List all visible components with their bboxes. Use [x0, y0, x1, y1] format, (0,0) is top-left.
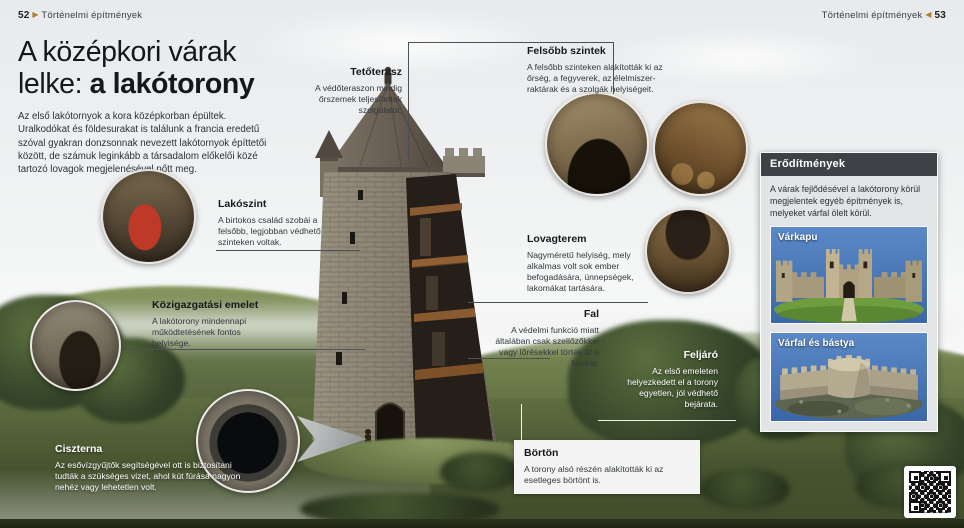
- qr-finder: [939, 471, 951, 483]
- inset-photo-attic-storeroom: [653, 101, 748, 196]
- card-label: Várkapu: [778, 232, 818, 244]
- section-title: Történelmi építmények: [41, 10, 143, 21]
- page-number-left: 52: [18, 10, 30, 21]
- callout-fal: Fal A védelmi funkció miatt általában cs…: [487, 308, 599, 369]
- callout-kozigazgatasi-emelet: Közigazgatási emelet A lakótorony minden…: [152, 299, 280, 349]
- page-number-right: 53: [934, 10, 946, 21]
- qr-code: [904, 466, 956, 518]
- callout-body: Az első emeleten helyezkedett el a toron…: [627, 365, 718, 410]
- qr-finder: [909, 471, 921, 483]
- title-line2: lelke:: [18, 67, 90, 100]
- castle-wall-bastion-illustration: [775, 355, 923, 420]
- callout-title: Lakószint: [218, 198, 267, 210]
- connector-line: [521, 404, 522, 441]
- bush: [440, 452, 520, 492]
- sidebar-title: Erődítmények: [761, 153, 937, 176]
- connector-line: [613, 42, 614, 94]
- ground-edge-strip: [0, 519, 964, 528]
- callout-title: Fal: [583, 308, 599, 320]
- sidebar-paragraph: A várak fejlődésével a lakótorony körül …: [770, 184, 921, 218]
- inset-photo-upper-floors: [545, 92, 649, 196]
- callout-body: A torony alsó részén alakították ki az e…: [524, 463, 664, 485]
- connector-line: [408, 42, 614, 43]
- callout-body: A lakótorony mindennapi működtetésének f…: [152, 315, 247, 348]
- connector-line: [468, 358, 550, 359]
- card-label: Várfal és bástya: [778, 338, 855, 350]
- connector-line: [408, 42, 409, 162]
- cloud: [240, 8, 560, 78]
- callout-title: Felsőbb szintek: [527, 45, 606, 57]
- bush: [700, 468, 790, 510]
- callout-ciszterna: Ciszterna Az esővízgyűjtők segítségével …: [55, 443, 247, 493]
- castle-gate-illustration: [774, 249, 924, 324]
- qr-finder: [909, 501, 921, 513]
- callout-lakoszint: Lakószint A birtokos család szobái a fel…: [218, 198, 336, 248]
- qr-pattern: [909, 471, 951, 513]
- inset-photo-knights-hall: [645, 208, 731, 294]
- callout-title: Börtön: [524, 447, 559, 459]
- connector-line: [468, 302, 648, 303]
- arrow-right-icon: ▶: [32, 10, 39, 19]
- intro-paragraph: Az első lakótornyok a kora középkorban é…: [18, 111, 267, 176]
- arrow-left-icon: ◀: [925, 10, 932, 19]
- callout-title: Lovagterem: [527, 233, 587, 245]
- callout-body: Az esővízgyűjtők segítségével ott is biz…: [55, 459, 241, 492]
- callout-body: Nagyméretű helyiség, mely alkalmas volt …: [527, 249, 634, 294]
- callout-body: A védőteraszon mindig őrszemek teljesíte…: [315, 82, 402, 115]
- sidebar-card-varfal: Várfal és bástya: [770, 332, 928, 423]
- callout-body: A védelmi funkció miatt általában csak s…: [495, 324, 599, 369]
- inset-photo-administrative-floor: [30, 300, 121, 391]
- connector-line: [121, 349, 365, 350]
- page-header-left: 52 ▶ Történelmi építmények: [18, 10, 142, 21]
- callout-title: Ciszterna: [55, 443, 103, 455]
- sidebar-erodimenyek: Erődítmények A várak fejlődésével a lakó…: [760, 152, 938, 433]
- sidebar-card-varkapu: Várkapu: [770, 226, 928, 325]
- callout-tetoterasz: Tetőterasz A védőteraszon mindig őrszeme…: [288, 66, 402, 116]
- connector-line: [598, 420, 736, 421]
- callout-lovagterem: Lovagterem Nagyméretű helyiség, mely alk…: [527, 233, 655, 294]
- callout-borton: Börtön A torony alsó részén alakították …: [514, 440, 700, 494]
- callout-title: Közigazgatási emelet: [152, 299, 259, 311]
- callout-body: A felsőbb szinteken alakították ki az őr…: [527, 61, 663, 94]
- title-line2-bold: a lakótorony: [89, 67, 255, 100]
- cloud: [600, 28, 880, 88]
- callout-felsobb-szintek: Felsőbb szintek A felsőbb szinteken alak…: [527, 45, 679, 95]
- callout-title: Feljáró: [683, 349, 718, 361]
- connector-line: [216, 250, 360, 251]
- page-header-right: Történelmi építmények ◀ 53: [822, 10, 946, 21]
- callout-body: A birtokos család szobái a felsőbb, legj…: [218, 214, 321, 247]
- keep-tower-illustration: [312, 66, 498, 453]
- title-line1: A középkori várak: [18, 36, 237, 68]
- section-title: Történelmi építmények: [821, 10, 923, 21]
- inset-photo-living-floor: [101, 169, 196, 264]
- page-title: A középkori várak lelke: a lakótorony: [18, 36, 298, 101]
- callout-feljaro: Feljáró Az első emeleten helyezkedett el…: [618, 349, 718, 410]
- inset-photo-cistern-well: [196, 389, 300, 493]
- callout-title: Tetőterasz: [350, 66, 402, 78]
